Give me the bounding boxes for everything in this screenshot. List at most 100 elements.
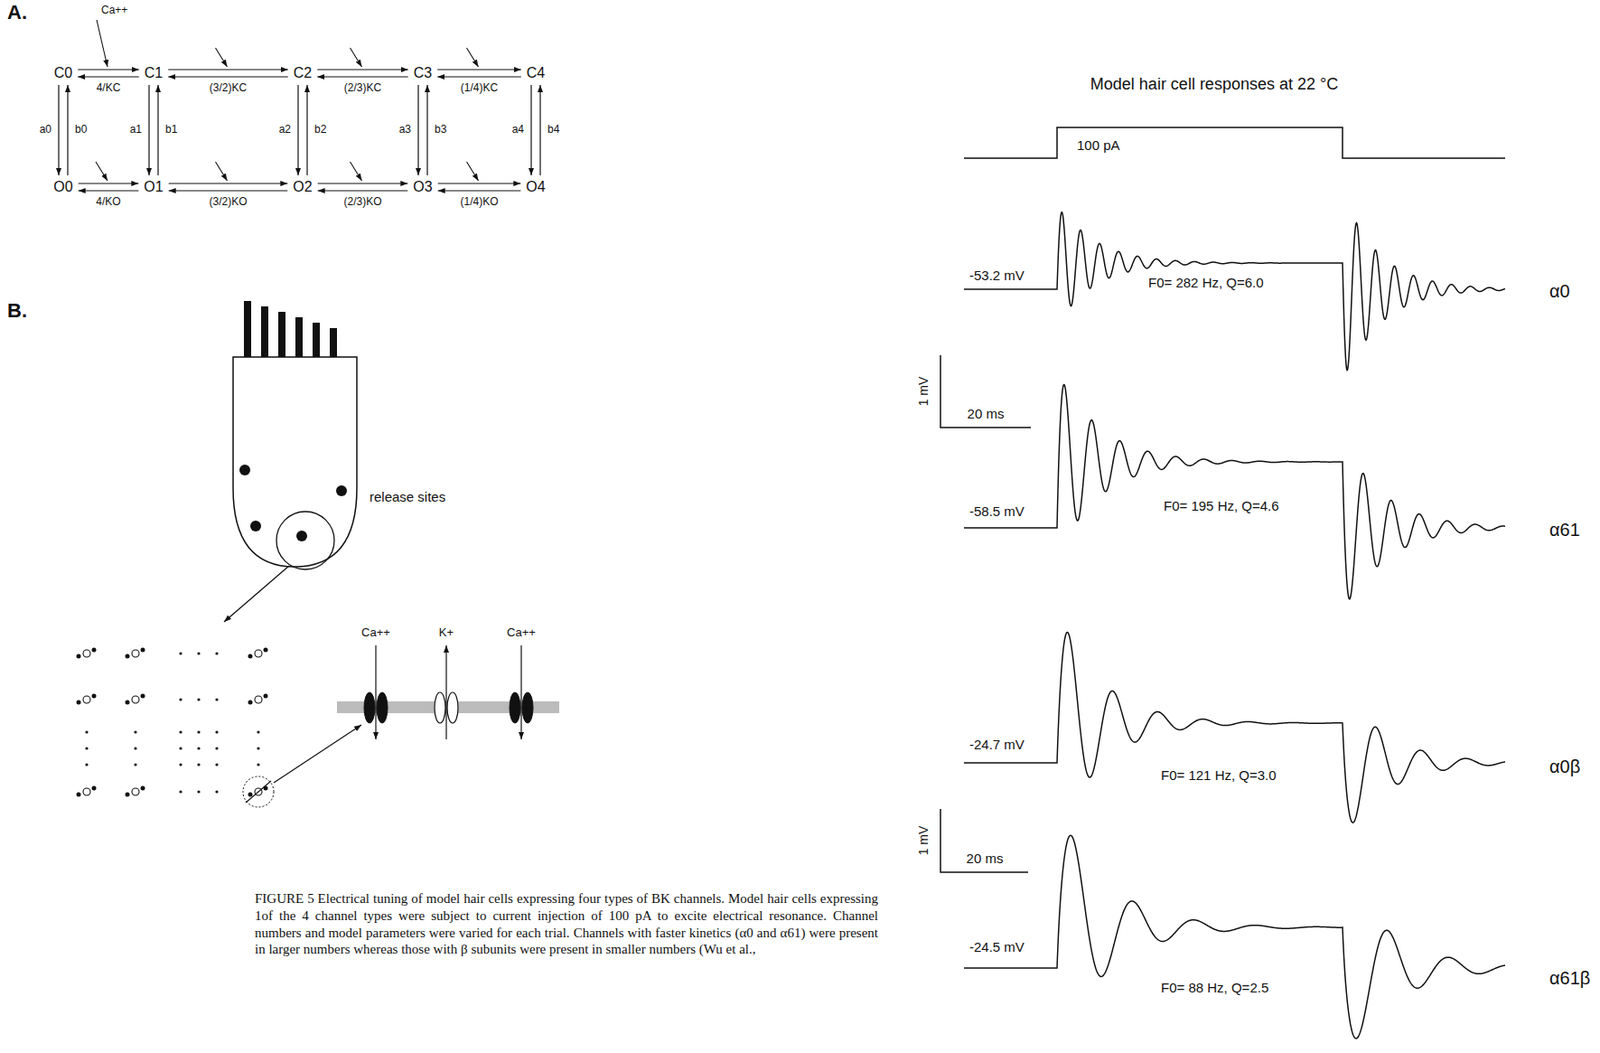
state-label: C2 [291,64,314,83]
release-site-grid [125,792,131,797]
resting-potential: -24.7 mV [969,736,1025,752]
release-site-grid [256,729,260,733]
release-site-grid [131,787,140,796]
rate-arrow [318,182,409,184]
calcium-binding-arrow [215,47,228,67]
channel-type: α0 [1549,280,1571,302]
rate-arrow [168,75,289,77]
resonance-values: F0= 282 Hz, Q=6.0 [1148,274,1264,291]
ion-flow-arrow [520,645,522,740]
state-name: O0 [53,178,73,196]
release-site-grid [92,693,97,699]
release-site-grid [131,649,140,657]
release-site-grid [215,651,218,655]
scale-bar [940,355,1031,428]
rate-constant: a1 [130,123,142,136]
rate-arrow [297,84,299,176]
rate-constant: a0 [39,123,52,136]
release-site-grid [178,729,182,733]
state-name: C2 [293,65,312,82]
release-site-grid [215,789,218,793]
rate-arrow [168,182,289,184]
release-site-grid [263,647,269,653]
rate-constant: b0 [74,123,87,136]
stereocilium [312,322,320,357]
stereocilium [261,306,269,357]
rate-constant: (3/2)KO [208,196,247,208]
rate-constant: b4 [547,123,560,136]
scale-bar [940,808,1029,872]
release-site-grid [254,649,262,657]
resting-potential: -24.5 mV [969,938,1025,955]
calcium-channel [364,692,375,723]
release-site-grid [83,649,91,657]
rate-arrow [438,182,522,184]
rate-arrow [539,84,541,176]
voltage-trace [963,384,1506,599]
state-label: C4 [524,64,547,83]
release-site-grid [248,700,253,705]
state-name: O4 [525,178,545,196]
potassium-channel [447,692,459,723]
stereocilium [278,311,286,357]
calcium-binding-arrow [350,161,363,181]
release-site-grid [196,651,200,655]
rate-arrow [168,68,289,70]
resting-potential: -53.2 mV [969,267,1025,283]
release-site-grid [248,654,253,659]
rate-constant: 4/KO [95,196,121,208]
release-site-grid [196,729,200,733]
rate-arrow [437,75,522,77]
release-site-grid [263,693,269,699]
ion-label: Ca++ [361,626,391,640]
rate-arrow [77,68,140,70]
voltage-trace [963,212,1506,1039]
release-site-grid [256,762,260,766]
rate-arrow [317,68,409,70]
rate-constant: b1 [165,123,178,136]
state-label: C3 [411,64,434,83]
resting-potential: -58.5 mV [969,503,1025,519]
release-site-grid [215,746,218,749]
release-site-grid [254,695,262,703]
resonance-values: F0= 121 Hz, Q=3.0 [1160,767,1277,783]
channel-leader [273,724,362,783]
release-site-grid [125,700,131,705]
state-label: O0 [51,177,75,197]
rate-arrow [318,189,409,191]
calcium-binding-arrow [95,161,108,181]
rate-constant: (3/2)KC [209,82,247,94]
rate-arrow [78,189,140,191]
release-site-grid [76,647,275,808]
voltage-trace [963,834,1506,1039]
release-site-grid [140,693,146,699]
release-site-grid [131,695,140,703]
rate-arrow [530,84,532,176]
potassium-channel [434,692,446,723]
state-name: O2 [292,178,312,196]
state-name: O1 [143,178,163,196]
state-name: C4 [526,65,545,82]
calcium-binding-arrow [467,161,479,181]
rate-arrow [306,84,308,176]
release-site-grid [196,789,200,793]
release-site-grid [133,729,137,733]
release-site-grid [178,789,182,793]
rate-arrow [157,84,159,176]
calcium-binding-arrow [96,19,108,67]
rate-arrow [437,68,522,70]
scale-label: 20 ms [966,850,1004,866]
calcium-binding-arrow [467,47,479,67]
panel-letter: B. [7,299,28,322]
rate-constant: (2/3)KO [343,196,382,208]
release-site-grid [196,762,200,766]
state-label: O3 [411,177,434,197]
release-site-grid [243,776,274,807]
release-site-grid [76,792,82,797]
resonance-values: F0= 195 Hz, Q=4.6 [1163,497,1280,514]
hair-cell-body [233,356,357,567]
rate-constant: b3 [434,123,447,136]
release-site-grid [92,647,97,653]
rate-constant: b2 [314,123,327,136]
